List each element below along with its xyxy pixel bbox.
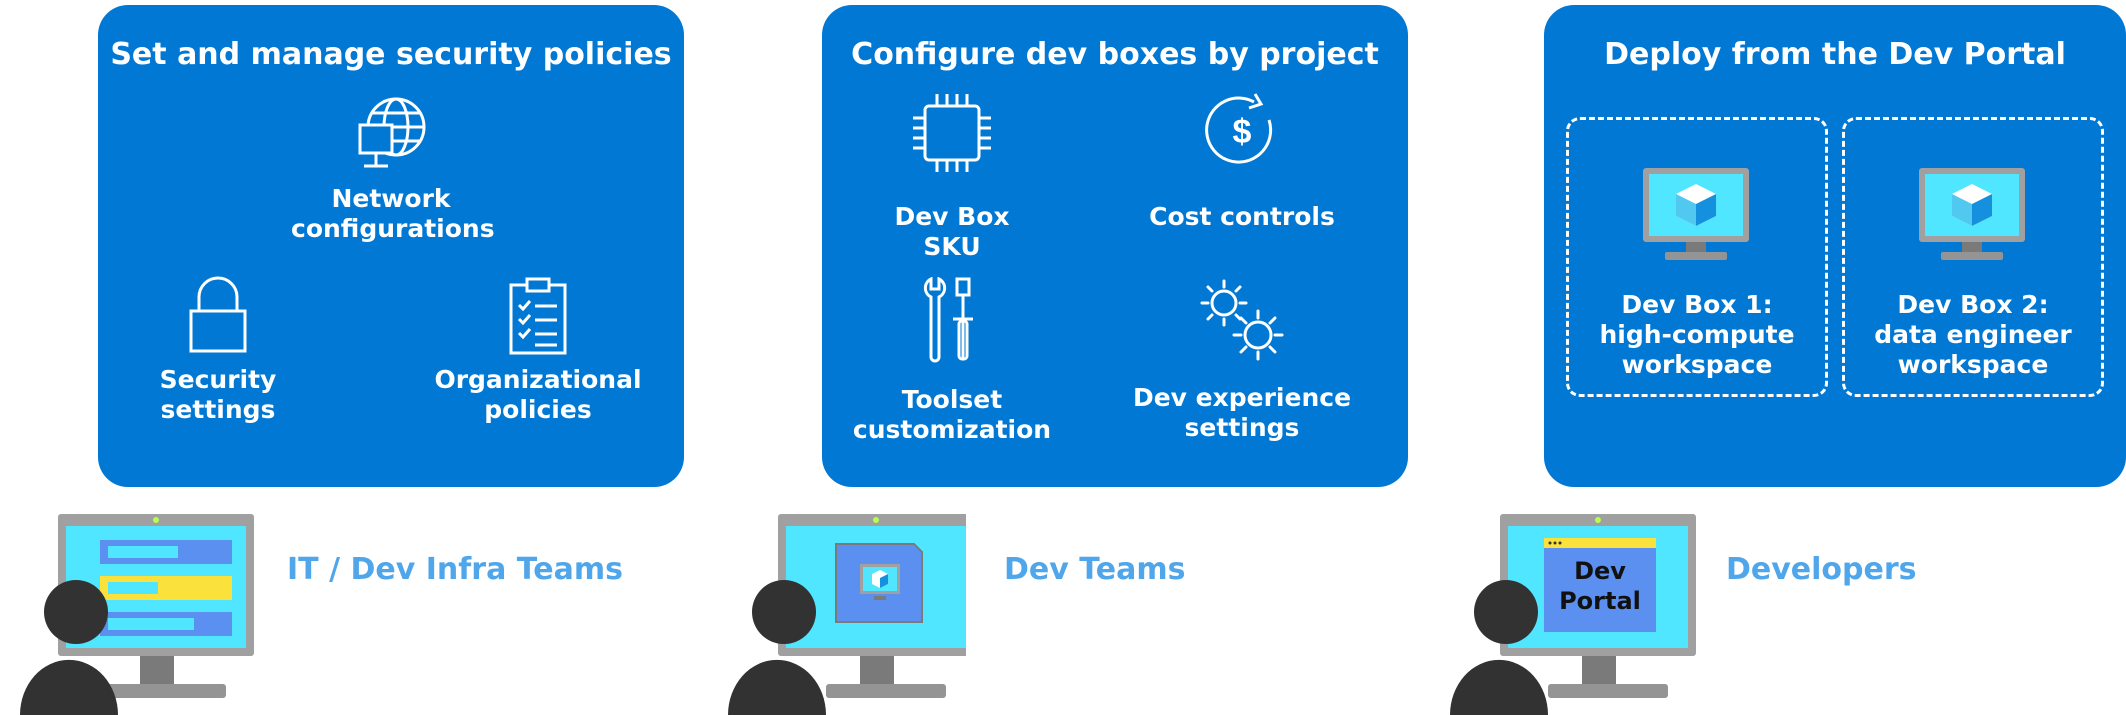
toolset-customization-item: Toolset customization bbox=[852, 277, 1052, 445]
cost-controls-item: $ Cost controls bbox=[1142, 90, 1342, 232]
panel-title: Deploy from the Dev Portal bbox=[1604, 37, 2066, 72]
item-label: Dev experience settings bbox=[1132, 383, 1352, 442]
chip-icon bbox=[913, 94, 991, 172]
item-label: Toolset customization bbox=[852, 385, 1052, 444]
clipboard-checklist-icon bbox=[509, 277, 567, 355]
dev-box-config-panel: Configure dev boxes by project Dev Box S… bbox=[822, 5, 1408, 487]
item-label: Dev Box SKU bbox=[894, 202, 1010, 261]
dev-box-monitor-icon bbox=[1643, 168, 1749, 260]
devbox-monitor-icon bbox=[728, 514, 966, 715]
gears-icon bbox=[1200, 279, 1284, 361]
dev-portal-panel: Deploy from the Dev Portal Dev Box 1: hi… bbox=[1544, 5, 2126, 487]
dev-box-sku-item: Dev Box SKU bbox=[862, 90, 1042, 262]
item-label: Security settings bbox=[159, 365, 277, 424]
dev-box-monitor-icon bbox=[1919, 168, 2025, 260]
item-label: Cost controls bbox=[1149, 202, 1335, 231]
dev-box-2[interactable]: Dev Box 2: data engineer workspace bbox=[1842, 117, 2104, 397]
network-configurations-item: Network configurations bbox=[291, 90, 495, 244]
box-label: Dev Box 1: high-compute workspace bbox=[1599, 290, 1795, 379]
lock-icon bbox=[189, 276, 247, 353]
persona-label: IT / Dev Infra Teams bbox=[287, 552, 623, 587]
item-label: Network configurations bbox=[291, 184, 495, 243]
persona-it-dev-infra: IT / Dev Infra Teams bbox=[20, 510, 623, 715]
persona-label: Dev Teams bbox=[1004, 552, 1186, 587]
persona-label: Developers bbox=[1726, 552, 1917, 587]
persona-developers: Dev Portal Developers bbox=[1448, 510, 2048, 715]
dev-experience-settings-item: Dev experience settings bbox=[1132, 277, 1352, 443]
security-policies-panel: Set and manage security policies Network… bbox=[98, 5, 684, 487]
box-label: Dev Box 2: data engineer workspace bbox=[1874, 290, 2072, 379]
svg-text:$: $ bbox=[1233, 113, 1252, 151]
tools-icon bbox=[923, 277, 973, 363]
dev-portal-screen-text: Dev Portal bbox=[1559, 557, 1641, 615]
dollar-refresh-icon: $ bbox=[1205, 93, 1273, 164]
security-settings-item: Security settings bbox=[133, 275, 303, 425]
dev-box-1[interactable]: Dev Box 1: high-compute workspace bbox=[1566, 117, 1828, 397]
panel-title: Set and manage security policies bbox=[110, 37, 672, 72]
portal-monitor-icon bbox=[1450, 514, 1696, 715]
persona-dev-teams: Dev Teams bbox=[726, 510, 1326, 715]
admin-monitor-icon bbox=[20, 514, 254, 715]
panel-title: Configure dev boxes by project bbox=[851, 37, 1379, 72]
item-label: Organizational policies bbox=[434, 365, 642, 424]
globe-icon bbox=[358, 97, 426, 168]
organizational-policies-item: Organizational policies bbox=[428, 277, 648, 425]
